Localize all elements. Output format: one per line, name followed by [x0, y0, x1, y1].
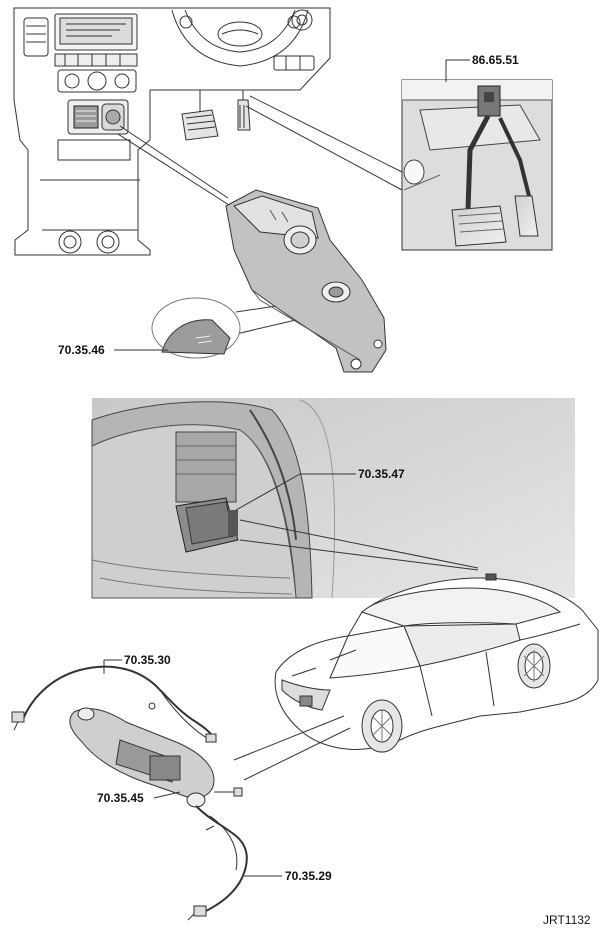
callout-70-35-45: 70.35.45	[97, 791, 144, 805]
callout-70-35-46: 70.35.46	[58, 343, 105, 357]
figure-reference-code: JRT1132	[543, 913, 591, 927]
park-brake-switch-inset	[151, 297, 241, 359]
callout-86-65-51: 86.65.51	[472, 53, 519, 67]
callout-70-35-30: 70.35.30	[124, 653, 171, 667]
pedal-box-inset	[401, 79, 553, 251]
leader-lines-car-to-harness	[233, 715, 351, 781]
dashboard-illustration	[13, 7, 331, 256]
callout-70-35-47: 70.35.47	[358, 467, 405, 481]
parking-brake-cables	[11, 665, 248, 921]
console-switch-pack	[225, 189, 387, 373]
car-illustration	[274, 573, 599, 753]
callout-line-70-35-47	[235, 473, 479, 571]
callout-70-35-29: 70.35.29	[285, 869, 332, 883]
callout-lines-cables	[103, 659, 282, 877]
trunk-inset	[91, 398, 575, 599]
callout-line-86-65-51	[445, 59, 470, 82]
